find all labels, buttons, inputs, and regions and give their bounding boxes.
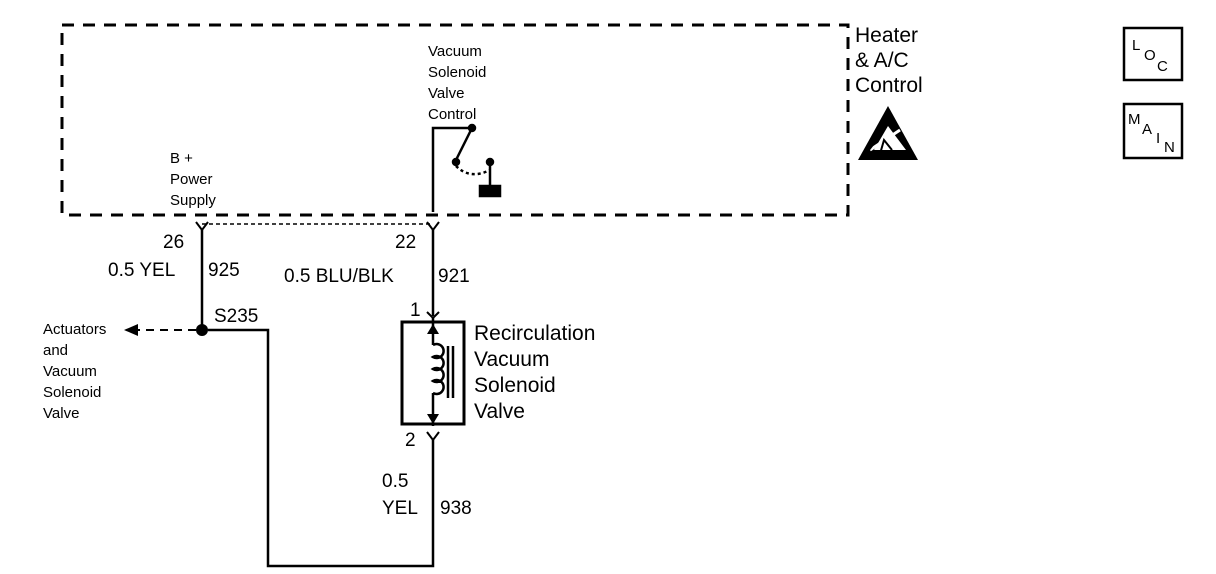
esd-warning-icon [858, 106, 918, 160]
module-name-line-1: Heater [855, 24, 918, 47]
switch-label-line-4: Control [428, 106, 476, 123]
pin-22-connector [426, 221, 440, 232]
actuators-label-line-5: Valve [43, 405, 79, 422]
solenoid-label-line-2: Vacuum [474, 348, 549, 371]
actuators-arrow-icon [124, 324, 138, 336]
loc-letter-l: L [1132, 37, 1140, 54]
pin-22-label: 22 [395, 232, 416, 253]
power-label-line-1: B + [170, 150, 193, 167]
main-letter-n: N [1164, 139, 1175, 156]
actuators-label-line-1: Actuators [43, 321, 106, 338]
loc-badge[interactable]: L O C [1122, 26, 1184, 82]
actuators-label-line-2: and [43, 342, 68, 359]
vacuum-solenoid-valve-control-switch [431, 123, 502, 212]
power-label-line-3: Supply [170, 192, 216, 209]
pin-2-label: 2 [405, 430, 416, 451]
pin-2-connector [426, 431, 440, 442]
loc-letter-o: O [1144, 47, 1156, 64]
main-letter-i: I [1156, 130, 1160, 147]
actuators-label-line-3: Vacuum [43, 363, 97, 380]
wire-938-color: YEL [382, 498, 418, 519]
wire-938-circuit: 938 [440, 498, 472, 519]
actuators-label-line-4: Solenoid [43, 384, 101, 401]
wire-921-circuit: 921 [438, 266, 470, 287]
switch-label-line-3: Valve [428, 85, 464, 102]
module-name-line-3: Control [855, 74, 923, 97]
splice-label: S235 [214, 306, 258, 327]
wire-925-circuit: 925 [208, 260, 240, 281]
switch-label-line-2: Solenoid [428, 64, 486, 81]
loc-letter-c: C [1157, 58, 1168, 75]
return-wire [208, 328, 435, 568]
pin-26-connector [195, 221, 209, 232]
power-label-line-2: Power [170, 171, 213, 188]
pin-1-label: 1 [410, 300, 421, 321]
wire-925-color: 0.5 YEL [108, 260, 175, 281]
solenoid-label-line-1: Recirculation [474, 322, 595, 345]
solenoid-coil-icon [427, 318, 455, 426]
module-name-line-2: & A/C [855, 49, 909, 72]
main-letter-m: M [1128, 111, 1141, 128]
wire-921-color: 0.5 BLU/BLK [284, 266, 394, 287]
main-letter-a: A [1142, 121, 1152, 138]
solenoid-label-line-3: Solenoid [474, 374, 556, 397]
wire-938-size: 0.5 [382, 471, 408, 492]
switch-label-line-1: Vacuum [428, 43, 482, 60]
solenoid-label-line-4: Valve [474, 400, 525, 423]
splice-s235 [196, 324, 208, 336]
module-boundary [60, 23, 850, 217]
main-badge[interactable]: M A I N [1122, 102, 1184, 160]
pin-26-label: 26 [163, 232, 184, 253]
